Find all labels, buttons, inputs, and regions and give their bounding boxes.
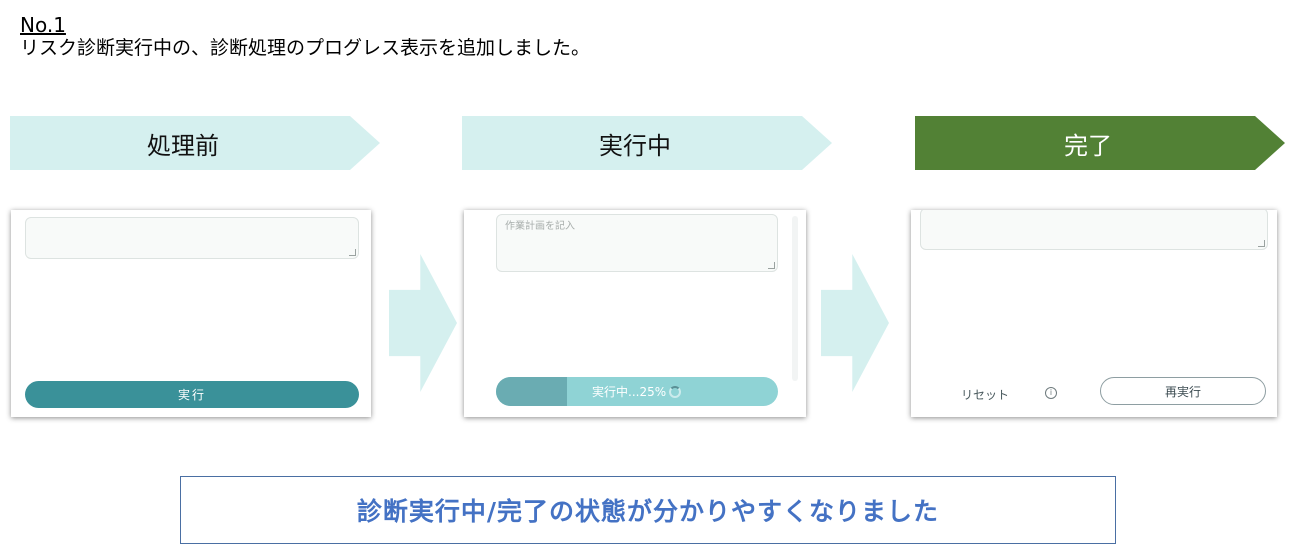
summary-text: 診断実行中/完了の状態が分かりやすくなりました — [356, 497, 940, 526]
progress-fill — [496, 377, 567, 406]
resize-grip-icon[interactable] — [1258, 240, 1265, 247]
panel-before-screenshot: 実行 — [11, 210, 371, 417]
slide-subtitle: リスク診断実行中の、診断処理のプログレス表示を追加しました。 — [20, 37, 591, 59]
step-running-chevron: 実行中 — [462, 116, 832, 170]
textarea-placeholder: 作業計画を記入 — [505, 221, 575, 232]
summary-callout: 診断実行中/完了の状態が分かりやすくなりました — [180, 476, 1116, 544]
spinner-icon — [669, 385, 682, 398]
work-plan-textarea[interactable] — [920, 210, 1268, 250]
step-before-label: 処理前 — [147, 131, 219, 160]
panel-done-screenshot: リセット i 再実行 — [911, 210, 1277, 417]
arrow-right-icon — [389, 254, 457, 392]
panel-running-screenshot: 作業計画を記入 実行中...25% — [464, 210, 806, 417]
progress-text: 実行中...25% — [592, 377, 682, 406]
step-done-chevron: 完了 — [915, 116, 1285, 170]
reset-link[interactable]: リセット — [961, 388, 1010, 402]
run-button[interactable]: 実行 — [25, 381, 359, 408]
resize-grip-icon[interactable] — [349, 249, 356, 256]
arrow-right-icon — [821, 254, 889, 392]
progress-label: 実行中...25% — [592, 385, 667, 399]
scrollbar[interactable] — [792, 216, 798, 381]
rerun-button[interactable]: 再実行 — [1100, 377, 1266, 405]
step-running-label: 実行中 — [599, 131, 671, 160]
step-before-chevron: 処理前 — [10, 116, 380, 170]
resize-grip-icon[interactable] — [768, 262, 775, 269]
work-plan-textarea[interactable] — [25, 217, 359, 259]
work-plan-textarea[interactable]: 作業計画を記入 — [496, 214, 778, 272]
slide-number: No.1 — [20, 13, 66, 37]
step-done-label: 完了 — [1064, 131, 1112, 160]
progress-bar: 実行中...25% — [496, 377, 778, 406]
info-icon[interactable]: i — [1045, 387, 1057, 399]
